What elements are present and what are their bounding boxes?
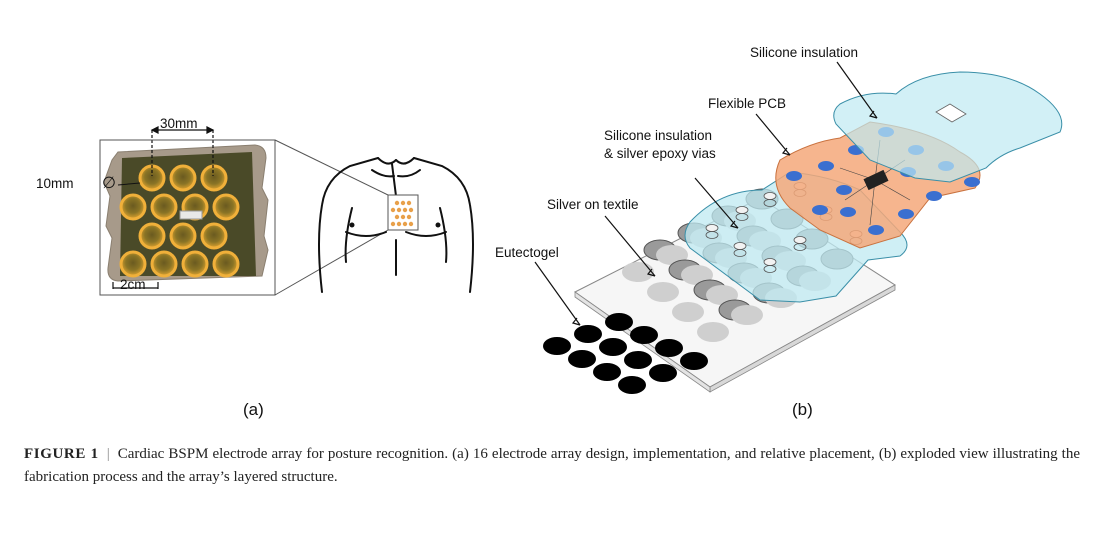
eutectogel-pad: [574, 325, 602, 343]
label-eutectogel: Eutectogel: [495, 245, 559, 260]
electrode-pad: [212, 250, 240, 278]
pcb-pad: [818, 161, 834, 171]
eutectogel-pad: [618, 376, 646, 394]
via: [705, 224, 719, 232]
connector: [179, 210, 203, 220]
via-base: [763, 265, 777, 273]
via-base: [793, 243, 807, 251]
inset-pad: [396, 207, 402, 213]
pcb-chip: [863, 169, 889, 191]
pcb-pad: [964, 177, 980, 187]
silver-pad-shadow: [647, 282, 679, 302]
pcb-pad: [840, 207, 856, 217]
via: [733, 242, 747, 250]
via: [763, 192, 777, 200]
electrode-pad: [150, 250, 178, 278]
electrode-pad: [200, 164, 228, 192]
inset-pad: [396, 221, 402, 227]
panel-a-label: (a): [243, 400, 264, 419]
electrode-pad: [212, 193, 240, 221]
eutectogel-pad: [655, 339, 683, 357]
pcb-pad: [926, 191, 942, 201]
electrode-pad: [119, 193, 147, 221]
electrode-array-photo: [103, 144, 269, 282]
caption-separator: |: [106, 446, 110, 462]
silver-pad-shadow: [672, 302, 704, 322]
diameter-leader: [117, 182, 141, 186]
label-vias-line2: & silver epoxy vias: [604, 146, 716, 161]
inset-pad: [402, 207, 408, 213]
silver-pad-shadow: [697, 322, 729, 342]
silver-pad-shadow: [622, 262, 654, 282]
inset-pad: [402, 221, 408, 227]
zoom-callout: [99, 139, 389, 296]
spacing-label: 30mm: [160, 116, 198, 131]
eutectogel-pad: [630, 326, 658, 344]
label-flexible-pcb: Flexible PCB: [708, 96, 787, 111]
silver-pad-shadow: [731, 305, 763, 325]
inset-pad: [400, 200, 406, 206]
electrode-pad: [169, 164, 197, 192]
eutectogel-pad: [568, 350, 596, 368]
label-silicone-insulation-top: Silicone insulation: [750, 45, 859, 60]
via: [793, 236, 807, 244]
pcb-pad: [812, 205, 828, 215]
inset-pad: [390, 207, 396, 213]
leader-lines: [534, 61, 878, 326]
eutectogel-pad: [605, 313, 633, 331]
electrode-pad: [169, 222, 197, 250]
inset-pad: [394, 214, 400, 220]
eutectogel-pad: [599, 338, 627, 356]
via: [763, 258, 777, 266]
via-base: [733, 249, 747, 257]
inset-pad: [406, 200, 412, 206]
nipple-right: [435, 222, 441, 228]
connector-window: [935, 103, 967, 123]
pcb-pad: [868, 225, 884, 235]
eutectogel-pad: [593, 363, 621, 381]
inset-pad: [400, 214, 406, 220]
torso-array-inset: [387, 194, 419, 231]
via-base: [705, 231, 719, 239]
eutectogel-pad: [649, 364, 677, 382]
inset-pad: [406, 214, 412, 220]
diameter-label: 10mm: [36, 176, 74, 191]
eutectogel-pad: [543, 337, 571, 355]
nipple-left: [349, 222, 355, 228]
spacing-dimension: [150, 126, 215, 176]
figure-number: FIGURE 1: [24, 446, 99, 462]
scale-bar-label: 2cm: [120, 277, 146, 292]
eutectogel-layer: [543, 313, 708, 394]
electrode-pad: [119, 250, 147, 278]
panel-b-label: (b): [792, 400, 813, 419]
electrode-pad: [138, 222, 166, 250]
pcb-pad: [836, 185, 852, 195]
via: [735, 206, 749, 214]
pcb-pad: [786, 171, 802, 181]
caption-text: Cardiac BSPM electrode array for posture…: [24, 446, 1080, 485]
figure-caption: FIGURE 1 |Cardiac BSPM electrode array fo…: [24, 443, 1080, 489]
pcb-pad: [898, 209, 914, 219]
label-silver-textile: Silver on textile: [547, 197, 639, 212]
electrode-pad: [138, 164, 166, 192]
via-base: [763, 199, 777, 207]
eutectogel-pad: [680, 352, 708, 370]
label-vias-line1: Silicone insulation: [604, 128, 713, 143]
electrode-pad: [200, 222, 228, 250]
inset-pad: [408, 207, 414, 213]
inset-pad: [390, 221, 396, 227]
eutectogel-pad: [624, 351, 652, 369]
top-silicone-layer: [833, 71, 1063, 183]
inset-pad: [394, 200, 400, 206]
electrode-pad: [181, 250, 209, 278]
diameter-symbol-icon: ∅: [102, 175, 116, 192]
via-base: [735, 213, 749, 221]
torso-drawing: [318, 157, 474, 293]
inset-pad: [408, 221, 414, 227]
scale-bar: [112, 282, 159, 289]
electrode-pad: [150, 193, 178, 221]
